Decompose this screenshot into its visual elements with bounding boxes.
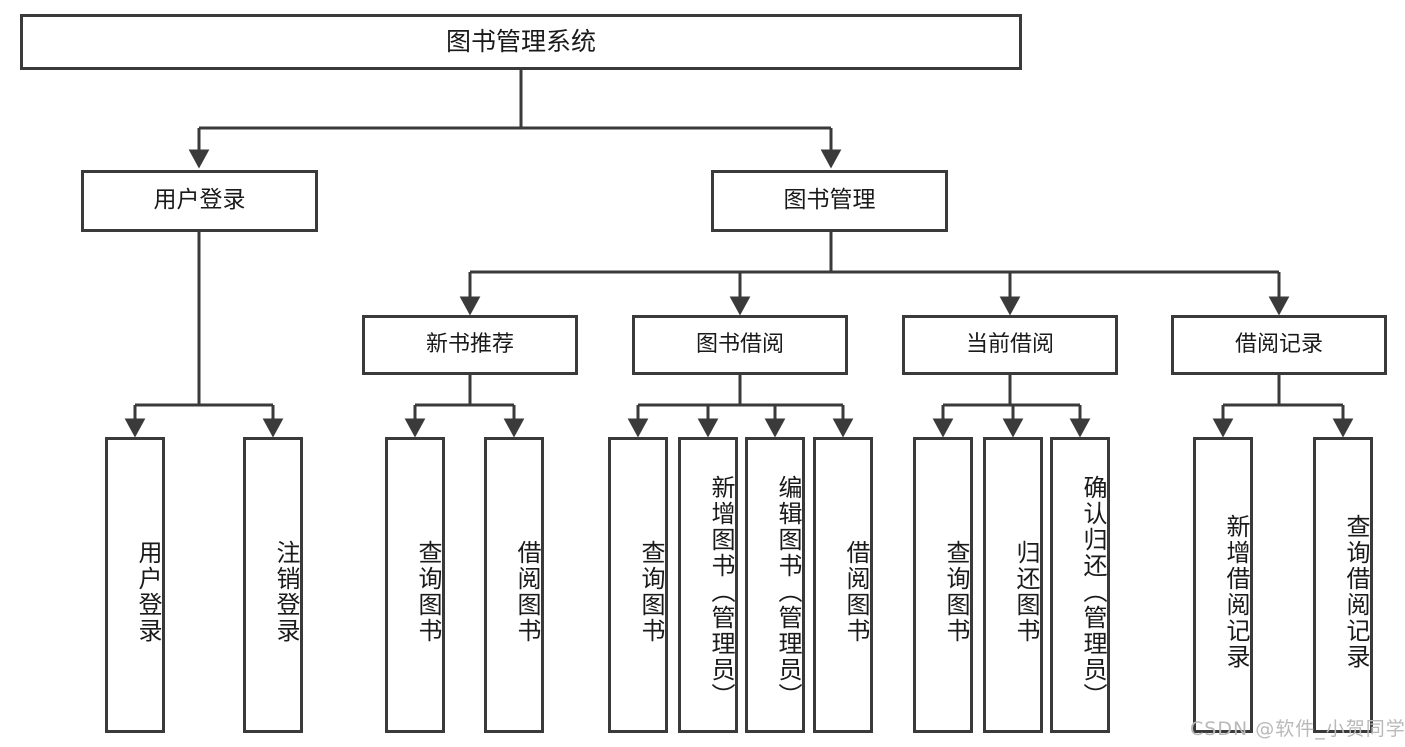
node-leaf-logout[interactable]: 注销登录 (243, 437, 303, 733)
node-leaf-query-book-borrow[interactable]: 查询图书 (608, 437, 668, 733)
node-leaf-label: 借阅图书 (513, 540, 541, 644)
node-leaf-label: 查询图书 (942, 540, 970, 644)
node-level3-current-borrow[interactable]: 当前借阅 (902, 315, 1118, 375)
node-level3-new-book-recommend[interactable]: 新书推荐 (362, 315, 578, 375)
node-level2-user-login[interactable]: 用户登录 (81, 170, 318, 232)
node-leaf-label: 注销登录 (272, 540, 300, 644)
node-leaf-add-book-admin[interactable]: 新增图书（管理员） (678, 437, 738, 733)
node-leaf-label: 查询图书 (414, 540, 442, 644)
node-leaf-label: 归还图书 (1012, 540, 1040, 644)
node-leaf-label: 确认归还（管理员） (1079, 475, 1107, 709)
node-leaf-edit-book-admin[interactable]: 编辑图书（管理员） (745, 437, 805, 733)
node-level2-book-management[interactable]: 图书管理 (711, 170, 948, 232)
node-leaf-query-book-recommend[interactable]: 查询图书 (385, 437, 445, 733)
node-leaf-label: 查询图书 (637, 540, 665, 644)
node-leaf-label: 用户登录 (134, 540, 162, 644)
node-level3-book-borrow[interactable]: 图书借阅 (632, 315, 848, 375)
node-leaf-label: 新增借阅记录 (1222, 514, 1250, 670)
node-leaf-label: 编辑图书（管理员） (774, 475, 802, 709)
node-leaf-label: 借阅图书 (842, 540, 870, 644)
node-leaf-query-book-current[interactable]: 查询图书 (913, 437, 973, 733)
node-leaf-add-borrow-record[interactable]: 新增借阅记录 (1193, 437, 1253, 733)
node-leaf-query-borrow-record[interactable]: 查询借阅记录 (1313, 437, 1373, 733)
node-level3-borrow-record[interactable]: 借阅记录 (1171, 315, 1387, 375)
node-leaf-confirm-return-admin[interactable]: 确认归还（管理员） (1050, 437, 1110, 733)
watermark: CSDN @软件_小贺同学 (1190, 718, 1405, 740)
node-leaf-return-book[interactable]: 归还图书 (983, 437, 1043, 733)
node-leaf-borrow-book[interactable]: 借阅图书 (813, 437, 873, 733)
node-leaf-label: 新增图书（管理员） (707, 475, 735, 709)
node-root[interactable]: 图书管理系统 (20, 14, 1022, 70)
node-leaf-borrow-book-recommend[interactable]: 借阅图书 (484, 437, 544, 733)
node-leaf-label: 查询借阅记录 (1342, 514, 1370, 670)
node-leaf-user-login[interactable]: 用户登录 (105, 437, 165, 733)
